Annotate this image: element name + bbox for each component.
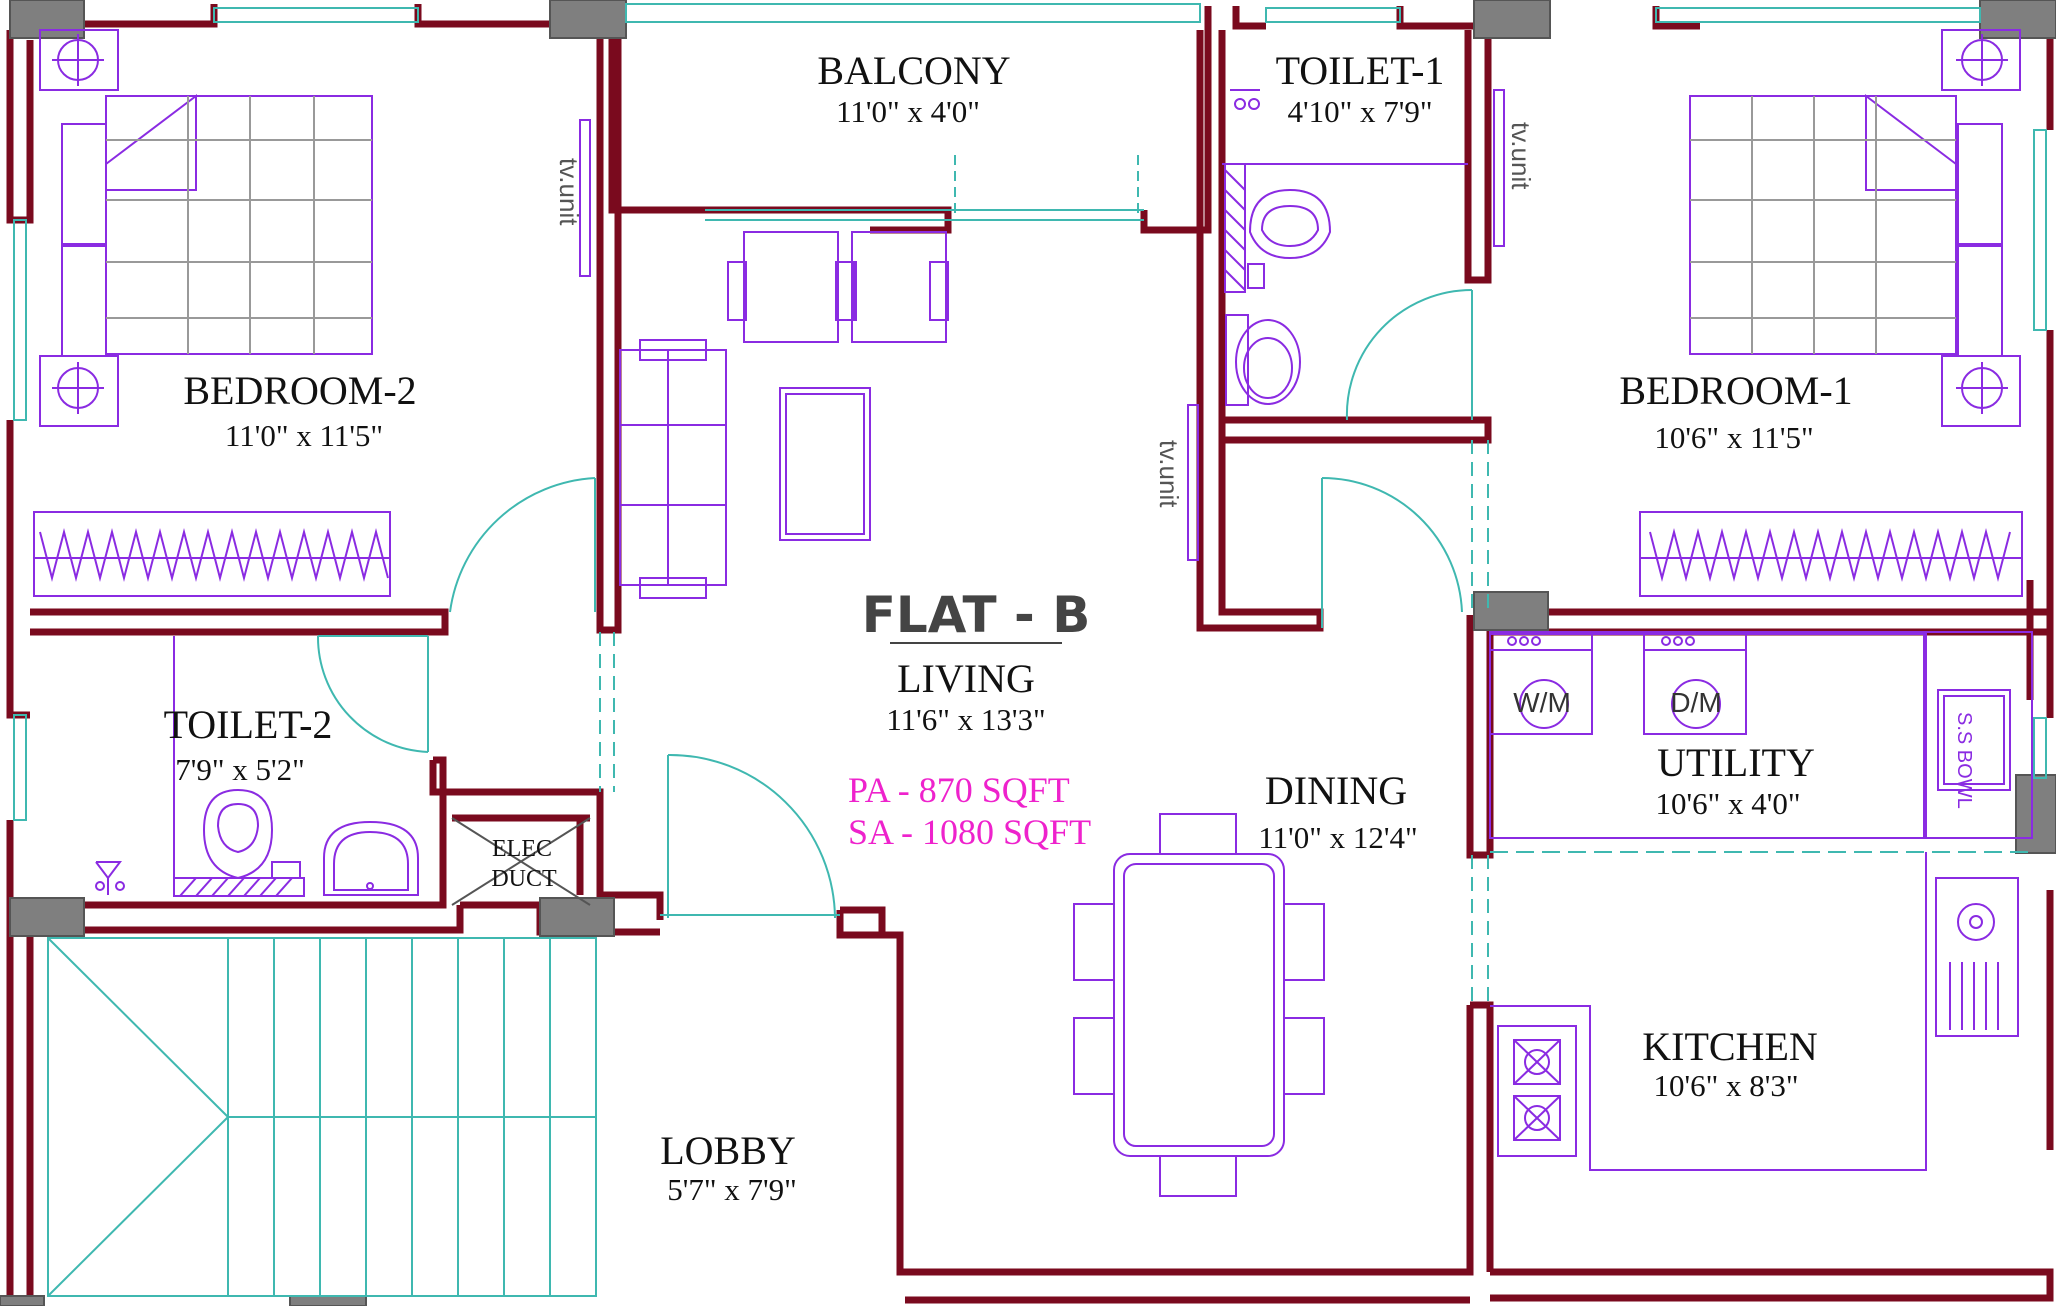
room-size-lobby: 5'7" x 7'9" <box>667 1172 796 1207</box>
dining-table <box>1073 813 1325 1197</box>
kitchen-fixtures <box>1490 852 2019 1171</box>
room-name-living: LIVING <box>897 656 1035 701</box>
room-name-toilet-1: TOILET-1 <box>1276 48 1445 93</box>
sofa <box>619 339 727 599</box>
column <box>1473 0 1551 39</box>
column <box>9 0 85 39</box>
column <box>0 1295 45 1306</box>
room-size-living: 11'6" x 13'3" <box>886 702 1045 737</box>
labels: FLAT - B BALCONY 11'0" x 4'0" TOILET-1 4… <box>164 48 1975 1207</box>
bed-bedroom-2 <box>39 29 373 427</box>
elec-duct-label-1: ELEC <box>492 836 552 862</box>
room-name-balcony: BALCONY <box>817 48 1010 93</box>
column <box>9 897 85 937</box>
room-name-dining: DINING <box>1265 768 1407 813</box>
column <box>539 897 615 937</box>
room-size-balcony: 11'0" x 4'0" <box>836 94 980 129</box>
room-name-lobby: LOBBY <box>660 1128 796 1173</box>
tv-unit-bedroom-1 <box>1493 89 1505 247</box>
utility-appliances <box>1489 631 2033 839</box>
super-area: SA - 1080 SQFT <box>848 812 1091 852</box>
room-name-kitchen: KITCHEN <box>1642 1024 1818 1069</box>
plinth-area: PA - 870 SQFT <box>848 770 1070 810</box>
wardrobe-bedroom-2 <box>33 511 391 597</box>
room-size-bedroom-2: 11'0" x 11'5" <box>225 418 383 453</box>
room-size-toilet-1: 4'10" x 7'9" <box>1288 94 1433 129</box>
room-name-bedroom-2: BEDROOM-2 <box>183 368 416 413</box>
column <box>289 1295 367 1306</box>
tv-unit-bedroom-2 <box>579 119 591 277</box>
dish-machine-label: D/M <box>1670 687 1721 718</box>
toilet-2-fixtures <box>95 636 419 897</box>
room-size-kitchen: 10'6" x 8'3" <box>1654 1068 1799 1103</box>
wardrobe-bedroom-1 <box>1639 511 2023 597</box>
tv-unit-living <box>1187 404 1199 561</box>
elec-duct <box>451 817 591 906</box>
room-name-toilet-2: TOILET-2 <box>164 702 333 747</box>
column <box>2015 774 2056 854</box>
flat-title: FLAT - B <box>862 586 1091 644</box>
room-name-utility: UTILITY <box>1657 740 1815 785</box>
balcony-chairs <box>727 231 949 343</box>
toilet-1-fixtures <box>1222 89 1468 406</box>
ss-bowl-label: S.S BOWL <box>1953 712 1975 809</box>
tv-unit-label-bedroom-2: tv.unit <box>554 158 584 226</box>
room-size-dining: 11'0" x 12'4" <box>1258 820 1417 855</box>
room-size-toilet-2: 7'9" x 5'2" <box>175 752 304 787</box>
column <box>1979 0 2056 39</box>
coffee-table <box>779 387 871 541</box>
tv-unit-label-bedroom-1: tv.unit <box>1506 122 1536 190</box>
column <box>549 0 627 39</box>
room-size-bedroom-1: 10'6" x 11'5" <box>1654 420 1813 455</box>
bed-bedroom-1 <box>1689 29 2021 427</box>
room-size-utility: 10'6" x 4'0" <box>1656 786 1801 821</box>
room-name-bedroom-1: BEDROOM-1 <box>1619 368 1852 413</box>
tv-unit-label-living: tv.unit <box>1154 440 1184 508</box>
furniture <box>33 29 2033 1197</box>
column <box>1473 591 1549 631</box>
elec-duct-label-2: DUCT <box>491 866 557 892</box>
washing-machine-label: W/M <box>1513 687 1571 718</box>
